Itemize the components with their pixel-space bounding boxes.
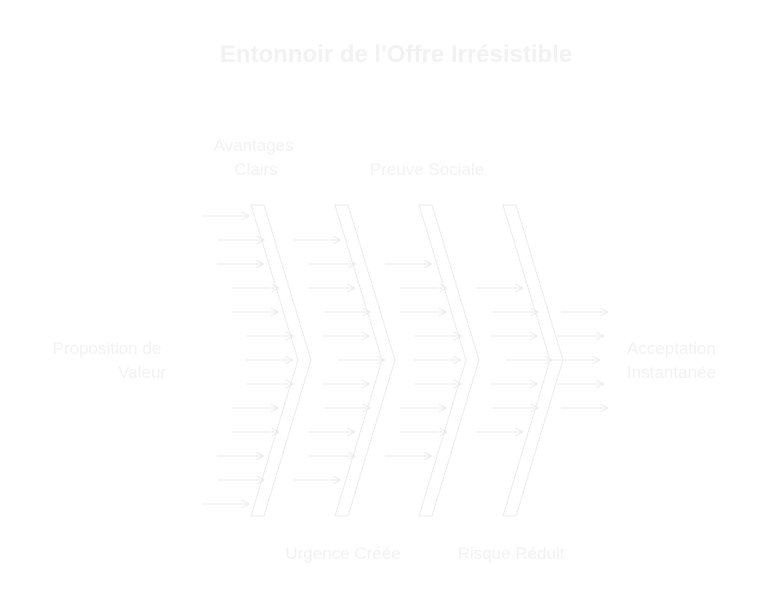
top-label-line: Preuve Sociale <box>370 160 484 179</box>
funnel-arrows <box>202 216 607 504</box>
input-label-line: Valeur <box>118 363 166 382</box>
input-label-line: Proposition de <box>53 339 162 358</box>
top-label-advantages: Avantages Clairs <box>214 136 299 179</box>
top-label-social-proof: Preuve Sociale <box>370 160 484 179</box>
output-label-line: Instantanée <box>627 363 716 382</box>
output-label-line: Acceptation <box>627 339 716 358</box>
top-label-line: Avantages <box>214 136 294 155</box>
top-label-line: Clairs <box>234 160 277 179</box>
bottom-label-risk: Risque Réduit <box>458 544 565 563</box>
output-label: Acceptation Instantanée <box>627 339 721 382</box>
funnel-stage-3 <box>418 204 480 517</box>
bottom-label-urgency: Urgence Créée <box>285 544 400 563</box>
diagram-title: Entonnoir de l'Offre Irrésistible <box>220 41 572 68</box>
bottom-label-line: Risque Réduit <box>458 544 565 563</box>
bottom-label-line: Urgence Créée <box>285 544 400 563</box>
input-label: Proposition de Valeur <box>53 339 167 382</box>
funnel-stage-1 <box>250 204 312 517</box>
